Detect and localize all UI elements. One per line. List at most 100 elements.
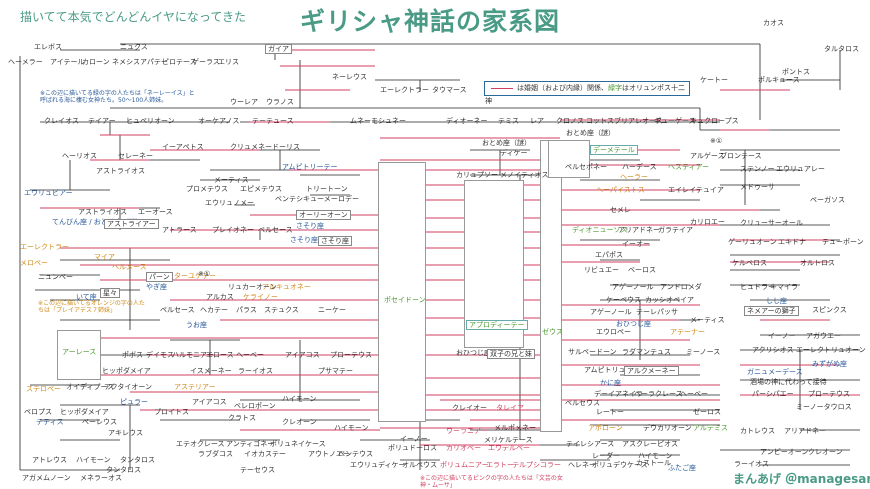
legend-green-text: 緑字 (608, 84, 622, 92)
node-eileithyia: エイレイテュイア (668, 186, 724, 194)
node-eris: エリス (218, 58, 239, 66)
node-melpomene: メルポメネー (494, 424, 536, 432)
node-minotaur: ミーノータウロス (796, 403, 852, 411)
label-virgo: おとめ座（謎） (566, 129, 615, 137)
node-doris: ドーリス (272, 143, 300, 151)
node-helen: ヘレネー (568, 461, 596, 469)
node-catreus: カトレウス (740, 427, 775, 435)
node-acrisius: アクリシオス (752, 346, 794, 354)
node-pasiphae: パーシパエー (752, 390, 794, 398)
label-sagittarius: いて座 (76, 293, 97, 301)
node-endeis: イオカステー (244, 450, 286, 458)
node-tyndareus: ハイモーン (638, 452, 673, 460)
node-pan: パーン (146, 272, 173, 282)
node-epimetheus: エピメテウス (240, 185, 282, 193)
node-atreus: アトレウス (32, 456, 67, 464)
node-heracles: ヘーラクレース (634, 390, 683, 398)
node-apollo: アポローン (588, 424, 623, 432)
node-coronis-3: デウカリオーン (643, 424, 692, 432)
node-leto: レートー (596, 408, 624, 416)
node-theia: テイアー (88, 117, 116, 125)
node-taygete: ターユゲテー (174, 272, 216, 280)
node-electra-pleiad: エーレクトラー (20, 243, 69, 251)
node-nereids-small: ガラテイア (658, 226, 693, 234)
label-aries: おひつじ座 (456, 349, 491, 357)
node-deimos: デイモス (146, 351, 174, 359)
node-selene-2: イーノー (400, 435, 428, 443)
node-pontus: ポントス (782, 68, 810, 76)
node-alcyone: アルキュオネー (262, 283, 311, 291)
node-agenor-2: アゲーノール (590, 308, 632, 316)
node-selene: セレーネー (118, 152, 153, 160)
node-tartarus: タルタロス (824, 45, 859, 53)
node-hestia: ヘスティアー (668, 163, 710, 171)
node-pyrrha: ピュラー (120, 398, 148, 406)
node-calliope: カリオペー (446, 444, 481, 452)
node-lycus: パラス (236, 306, 257, 314)
node-hippodamia: ヒッポダメイア (60, 408, 109, 416)
node-agamemnon: アガメムノーン (22, 474, 71, 482)
node-cyde: ペルセース (258, 226, 293, 234)
node-amphion: アンピーオーン (760, 448, 809, 456)
node-persephone: ペルセポネー (565, 163, 607, 171)
node-ares: アーレース (62, 348, 97, 356)
node-achilles: アキレウス (108, 429, 143, 437)
node-oeagrus: ポリュドーロス (388, 444, 437, 452)
node-hyrieus: ニーケー (318, 306, 346, 314)
node-hermes: ヘルメース (112, 263, 147, 271)
node-io: イーオー (622, 240, 650, 248)
node-eos: エーオース (138, 208, 173, 216)
node-rhadamanthys: ラダマンテュス (622, 348, 671, 356)
node-erato: エラトー (486, 461, 514, 469)
node-chrysaor: クリューサーオール (740, 219, 803, 227)
node-eos-upper: アストライオス (96, 167, 145, 175)
node-cassiopeia: カッシオペイア (645, 296, 694, 304)
node-uranus: ウラノス (266, 98, 294, 106)
node-amphitrite: アムピトリーテー (282, 163, 338, 171)
node-cenchreis: アウトノエー (308, 450, 350, 458)
node-medusa-sisters: メドゥーサ (740, 183, 775, 191)
node-peleus-top: ベレロポーン (234, 402, 276, 410)
node-pelagon: ラーイオス (238, 367, 273, 375)
label-aquarius: みずがめ座 (812, 360, 847, 368)
node-eurybia: エウリュビアー (24, 189, 73, 197)
node-coronis-2: クレオーン (282, 418, 317, 426)
node-aethra: ラブダコス (198, 450, 233, 458)
node-geras: ゲーラス (192, 58, 220, 66)
node-aegina: アステリアー (174, 383, 216, 391)
node-epimetheus-left: カリュプソー (456, 171, 498, 179)
label-marker-1: ※① (710, 137, 723, 145)
node-polyhymnia: ポリュムニアー (440, 461, 489, 469)
node-hebe: ヘーベー (680, 390, 708, 398)
author-credit: まんあげ ＠managesan (733, 472, 870, 486)
node-dionysus: ディオニューソス (572, 226, 628, 234)
node-eumelos: ニュンペー (38, 273, 73, 281)
node-cassandra: テイレシアース (566, 440, 615, 448)
node-oceanus: オーケアノス (198, 117, 240, 125)
legend-text: は婚姻（および内縁）関係、 (517, 84, 608, 92)
node-zeus: ゼウス (542, 328, 563, 336)
node-apate: アパテー (140, 58, 168, 66)
node-tantalus: タンタロス (106, 466, 141, 474)
node-artemis: アルテミス (693, 424, 728, 432)
node-epaphus: エパポス (595, 251, 623, 259)
node-hyperion: ヒュペリオーン (126, 117, 175, 125)
node-acrius: ハイモーン (334, 424, 369, 432)
note-nereids: ※この辺に描いてる緑の字の人たちは「ネーレーイス」と呼ばれる海に棲む女神たち。5… (40, 90, 195, 104)
label-gemini: ふたご座 (668, 464, 696, 472)
node-cepheus: ケーペウス (606, 296, 641, 304)
node-oenomaus: オイディプース (66, 383, 115, 391)
node-metope: ヘーベー (236, 351, 264, 359)
node-arcas: アルカス (206, 293, 234, 301)
node-eurypylus: ステュクス (264, 306, 299, 314)
label-leo: しし座 (766, 297, 787, 305)
node-melpomene-2: ウーラニアー (446, 427, 488, 435)
node-atlas-upper: メノイティオス (500, 171, 549, 179)
node-ismene: イスメーネー (190, 367, 232, 375)
node-astydameia: アガウエー (806, 332, 841, 340)
node-nemean-lion: ネメアーの獅子 (744, 306, 799, 316)
label-taurus: おひつじ座 (616, 320, 651, 328)
node-rhode: ロデー (338, 195, 359, 203)
node-geryon: ゲーリュオーン (728, 238, 777, 246)
